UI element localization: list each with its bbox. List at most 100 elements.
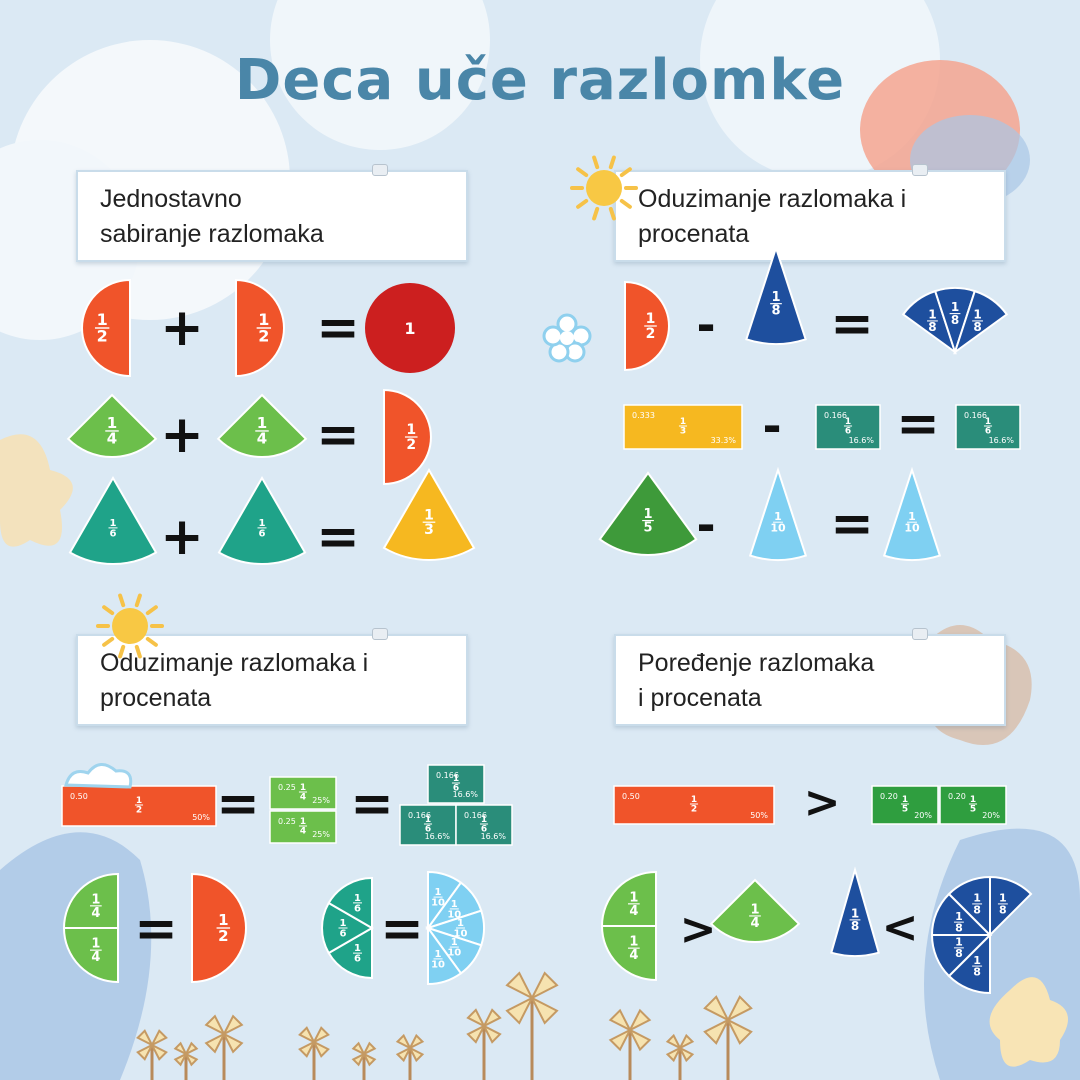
svg-text:8: 8 [771,304,780,319]
section-label-line: i procenata [638,684,762,712]
pinwheel-icon [298,1026,330,1080]
svg-text:5: 5 [902,805,908,815]
svg-text:1: 1 [404,319,415,338]
svg-text:1: 1 [300,817,306,827]
fraction-label: 15 [900,795,910,815]
svg-text:1: 1 [406,422,416,438]
equals-sign: = [896,394,940,454]
fraction-label: 12 [134,796,144,816]
svg-text:1: 1 [680,417,686,427]
fraction-label: 12 [689,795,699,815]
svg-text:2: 2 [406,437,416,453]
fraction-piece-tenth: 110 [882,466,942,561]
svg-text:1: 1 [257,414,267,432]
svg-text:0.166: 0.166 [464,811,487,820]
fraction-label: 18 [972,308,983,334]
svg-text:1: 1 [481,815,487,825]
svg-text:0.20: 0.20 [880,792,898,801]
svg-text:6: 6 [453,784,459,794]
svg-text:6: 6 [259,528,266,539]
equals-sign: = [350,774,394,834]
pinwheel-icon [351,1041,377,1080]
greater-than-sign: > [680,904,717,955]
section-label-subtraction-percent: Oduzimanje razlomaka i procenata [614,170,1006,262]
page-title: Deca uče razlomke [234,48,846,113]
svg-text:1: 1 [107,414,117,432]
fraction-piece-sixth: 16 [68,476,158,565]
fraction-piece-half: 12 [191,872,247,984]
less-than-sign: < [882,902,919,953]
svg-text:0.20: 0.20 [948,792,966,801]
svg-text:2: 2 [691,805,697,815]
pinwheel-icon [703,995,753,1080]
svg-text:0.25: 0.25 [278,817,296,826]
fraction-label: 110 [447,899,461,921]
svg-text:1: 1 [629,890,638,905]
fraction-label: 13 [678,417,688,437]
fraction-label: 16 [451,774,461,794]
equals-sign: = [316,507,360,567]
fraction-piece-half: 12 [81,278,131,378]
svg-text:6: 6 [354,954,361,965]
fraction-label: 18 [849,906,861,933]
pinwheel-icon [173,1041,199,1080]
fraction-label: 12 [644,311,657,342]
svg-text:4: 4 [91,950,100,965]
fraction-piece-quarter: 14 [62,872,119,929]
pin-icon [372,164,388,176]
fraction-piece-sixth: 16 [321,901,374,955]
section-label-line: sabiranje razlomaka [100,220,324,248]
fraction-label: 16 [257,518,267,539]
fraction-label: 12 [256,310,272,346]
svg-text:4: 4 [300,827,306,837]
fraction-label: 18 [953,910,964,934]
fraction-label: 18 [949,300,961,327]
svg-text:1: 1 [955,936,963,949]
svg-text:1: 1 [973,892,981,905]
fraction-piece-quarter: 14 [216,393,308,458]
svg-text:1: 1 [973,954,981,967]
flower-icon [542,313,592,363]
svg-text:2: 2 [218,927,228,945]
fraction-label: 13 [422,507,436,538]
sun-icon [96,593,164,659]
greater-than-sign: > [804,777,841,828]
svg-text:20%: 20% [914,811,932,820]
svg-text:10: 10 [447,948,461,959]
fraction-label: 14 [255,414,269,448]
fraction-piece-quarter: 14 [62,927,119,984]
section-label-line: procenata [100,684,212,712]
section-label-line: Oduzimanje razlomaka i [100,649,369,677]
fraction-label: 14 [90,892,102,921]
svg-text:8: 8 [951,313,959,327]
svg-text:1: 1 [851,906,859,920]
fraction-label: 110 [431,949,445,971]
svg-text:1: 1 [973,308,981,322]
svg-text:6: 6 [340,929,347,940]
svg-text:10: 10 [904,522,920,535]
svg-text:1: 1 [451,899,458,910]
equals-sign: = [316,298,360,358]
fraction-label: 18 [953,936,964,960]
fraction-label: 15 [968,795,978,815]
svg-text:8: 8 [955,921,963,934]
pinwheel-icon [204,1014,244,1080]
fraction-piece-quarter: 14 [600,925,657,982]
svg-text:6: 6 [354,903,361,914]
svg-text:8: 8 [973,903,981,916]
svg-text:1: 1 [425,815,431,825]
svg-text:10: 10 [770,522,786,535]
svg-text:8: 8 [955,947,963,960]
svg-text:1: 1 [955,910,963,923]
svg-text:1: 1 [435,887,442,898]
pin-icon [912,628,928,640]
fraction-piece-sixth: 16 [327,926,373,980]
svg-text:1: 1 [999,892,1007,905]
svg-text:1: 1 [951,300,959,314]
fraction-label: 18 [972,892,983,916]
fraction-piece-eighth: 18 [745,244,807,345]
